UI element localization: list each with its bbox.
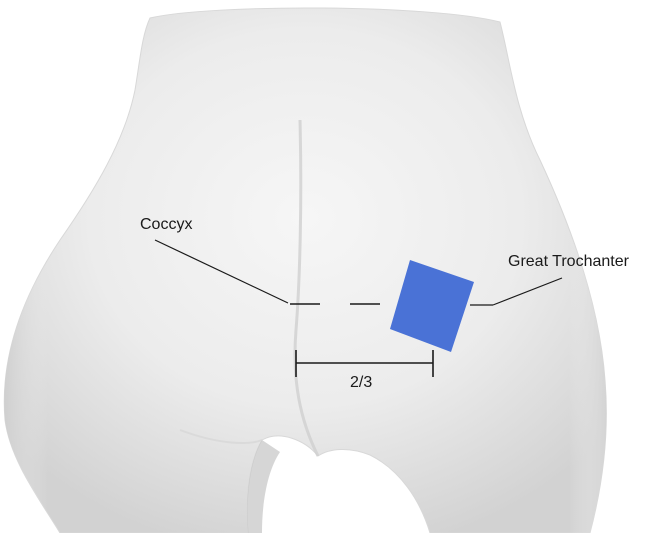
distance-fraction-label: 2/3 xyxy=(350,374,372,391)
mannequin-torso xyxy=(4,8,606,533)
left-side-shading xyxy=(4,18,150,533)
coccyx-label: Coccyx xyxy=(140,216,192,233)
right-side-shading xyxy=(500,22,606,533)
great-trochanter-label: Great Trochanter xyxy=(508,253,630,270)
